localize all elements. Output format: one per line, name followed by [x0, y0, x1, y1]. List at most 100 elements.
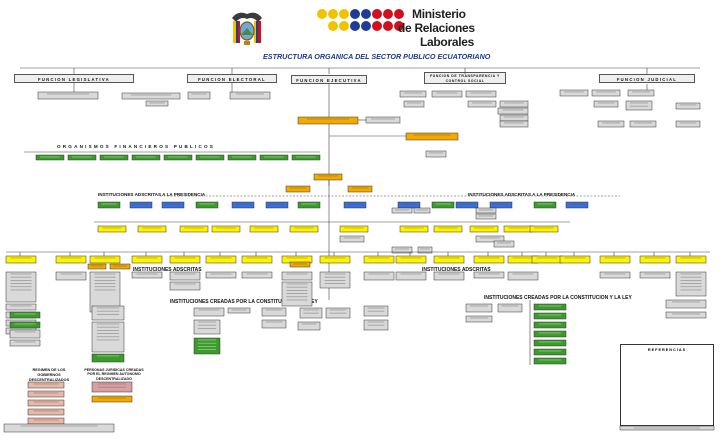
lower-institution-box — [169, 281, 201, 291]
lower-institution-box — [433, 271, 465, 281]
vicepresidencia-box — [405, 132, 459, 141]
box-text-placeholder — [324, 257, 346, 259]
box-text-placeholder — [94, 283, 116, 284]
adscrita-presidencia-box — [397, 201, 421, 209]
logo-dot — [361, 21, 371, 31]
box-text-placeholder — [438, 257, 460, 259]
organismo-financiero-box — [291, 154, 321, 161]
box-text-placeholder — [265, 321, 283, 323]
organismo-financiero-box — [163, 154, 193, 161]
logo-dot — [339, 9, 349, 19]
ministerio-box — [97, 225, 127, 233]
ministerio-box — [137, 225, 167, 233]
box-text-placeholder — [680, 280, 702, 281]
adscrita-presidencia-box — [533, 201, 557, 209]
organismo-financiero-box — [195, 154, 225, 161]
box-text-placeholder — [94, 280, 116, 281]
logo-dot — [361, 9, 371, 19]
ministerio-sub-box — [339, 235, 365, 243]
box-text-placeholder — [98, 386, 126, 388]
box-text-placeholder — [480, 237, 500, 239]
box-text-placeholder — [149, 102, 165, 104]
ministerio-box — [469, 225, 499, 233]
box-text-placeholder — [680, 283, 702, 284]
institucion-box — [559, 255, 591, 264]
box-text-placeholder — [367, 324, 385, 326]
box-text-placeholder — [601, 122, 621, 124]
electoral-box-a — [121, 92, 181, 100]
box-text-placeholder — [504, 102, 524, 104]
section-adscritas-mid2: INSTITUCIONES ADSCRITAS — [422, 267, 491, 273]
box-text-placeholder — [479, 209, 493, 211]
personas-box — [91, 305, 125, 321]
box-text-placeholder — [343, 237, 361, 239]
box-text-placeholder — [296, 156, 316, 158]
transp-box-e — [467, 100, 497, 108]
box-text-placeholder — [371, 118, 395, 120]
box-text-placeholder — [96, 333, 120, 334]
box-text-placeholder — [20, 425, 98, 427]
institucion-box — [5, 255, 37, 264]
ministerio-box — [211, 225, 241, 233]
box-text-placeholder — [10, 286, 32, 288]
ministerio-box — [529, 225, 559, 233]
lower-institution-box — [675, 271, 707, 297]
transp-box-h — [499, 114, 529, 122]
institucion-box — [675, 255, 707, 264]
lower-institution-box — [639, 271, 671, 279]
box-text-placeholder — [564, 91, 584, 93]
box-text-placeholder — [497, 242, 511, 244]
box-text-placeholder — [197, 346, 217, 347]
box-text-placeholder — [301, 323, 317, 325]
section-adscritas-mid: INSTITUCIONES ADSCRITAS — [133, 267, 202, 273]
box-text-placeholder — [474, 227, 494, 229]
box-text-placeholder — [130, 94, 172, 96]
box-text-placeholder — [403, 92, 423, 94]
box-text-placeholder — [478, 273, 500, 275]
box-text-placeholder — [216, 227, 236, 229]
box-text-placeholder — [470, 92, 492, 94]
ministerio-box — [399, 225, 429, 233]
box-text-placeholder — [10, 305, 32, 307]
box-text-placeholder — [324, 276, 346, 278]
logo-dot — [394, 9, 404, 19]
box-text-placeholder — [401, 203, 417, 205]
organismo-financiero-box — [35, 154, 65, 161]
gad-box — [9, 339, 41, 347]
box-text-placeholder — [324, 273, 346, 275]
box-text-placeholder — [604, 273, 626, 275]
judicial-box-d — [593, 100, 619, 108]
box-text-placeholder — [197, 328, 217, 329]
logo-dot — [372, 21, 382, 31]
box-text-placeholder — [14, 323, 36, 325]
box-text-placeholder — [33, 392, 59, 394]
box-text-placeholder — [33, 410, 59, 412]
box-text-placeholder — [96, 307, 120, 309]
box-text-placeholder — [235, 203, 251, 205]
box-text-placeholder — [168, 156, 188, 158]
box-text-placeholder — [538, 314, 562, 316]
box-text-placeholder — [10, 289, 32, 291]
box-text-placeholder — [104, 156, 124, 158]
box-text-placeholder — [368, 273, 390, 275]
box-text-placeholder — [14, 341, 36, 343]
creada-right-green-box — [533, 339, 567, 347]
box-text-placeholder — [679, 104, 697, 106]
box-text-placeholder — [368, 257, 390, 259]
box-text-placeholder — [174, 283, 196, 285]
box-text-placeholder — [416, 209, 428, 211]
box-text-placeholder — [232, 156, 252, 158]
box-text-placeholder — [10, 276, 32, 278]
box-text-placeholder — [478, 257, 500, 259]
box-text-placeholder — [469, 317, 489, 319]
box-text-placeholder — [569, 203, 585, 205]
adscrita-presidencia-box — [97, 201, 121, 209]
box-text-placeholder — [629, 105, 649, 107]
box-text-placeholder — [324, 280, 346, 281]
adscrita-sub-box — [475, 213, 497, 220]
box-text-placeholder — [512, 257, 534, 259]
box-text-placeholder — [538, 323, 562, 325]
lower-institution-box — [395, 271, 427, 281]
box-text-placeholder — [644, 273, 666, 275]
box-text-placeholder — [407, 102, 421, 104]
